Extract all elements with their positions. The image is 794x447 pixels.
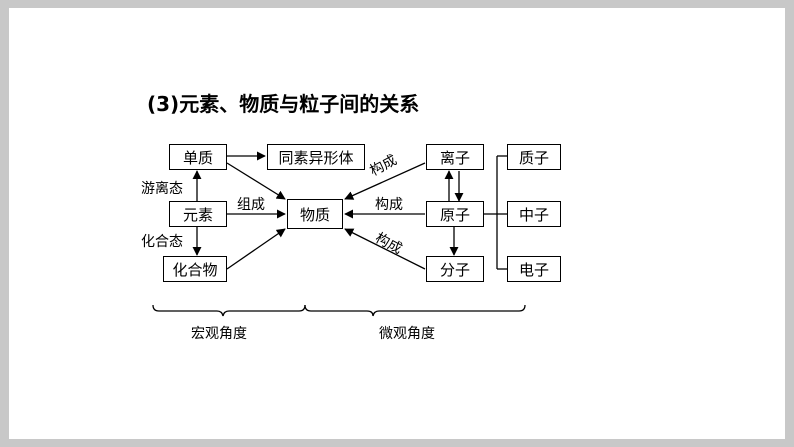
arrow-lizi-wuzhi — [344, 162, 426, 200]
node-yuanzi: 原子 — [426, 201, 484, 227]
footer-micro: 微观角度 — [379, 326, 435, 342]
slide: (3)元素、物质与粒子间的关系 — [9, 8, 785, 439]
node-yuansu: 元素 — [169, 201, 227, 227]
node-danzhi: 单质 — [169, 144, 227, 170]
node-dianzi: 电子 — [507, 256, 561, 282]
node-zhizi: 质子 — [507, 144, 561, 170]
relationship-diagram: 单质 同素异形体 元素 化合物 物质 离子 原子 分子 质子 中子 电子 游离态… — [139, 141, 565, 346]
node-wuzhi: 物质 — [287, 199, 343, 229]
node-zhongzi: 中子 — [507, 201, 561, 227]
node-fenzi: 分子 — [426, 256, 484, 282]
arrow-danzhi-wuzhi — [226, 162, 286, 200]
label-youlitai: 游离态 — [141, 181, 183, 197]
section-title: (3)元素、物质与粒子间的关系 — [147, 92, 420, 116]
arrow-fenzi-wuzhi — [344, 228, 426, 270]
label-goucheng-mid: 构成 — [375, 197, 403, 213]
node-lizi: 离子 — [426, 144, 484, 170]
macro-brace — [152, 304, 306, 317]
footer-macro: 宏观角度 — [191, 326, 247, 342]
diagram-connectors — [152, 151, 526, 317]
label-huahetai: 化合态 — [141, 234, 183, 250]
micro-brace — [304, 304, 526, 317]
node-tongsu: 同素异形体 — [267, 144, 365, 170]
node-huahewu: 化合物 — [163, 256, 227, 282]
label-zucheng: 组成 — [237, 197, 265, 213]
arrow-huahewu-wuzhi — [226, 228, 286, 270]
